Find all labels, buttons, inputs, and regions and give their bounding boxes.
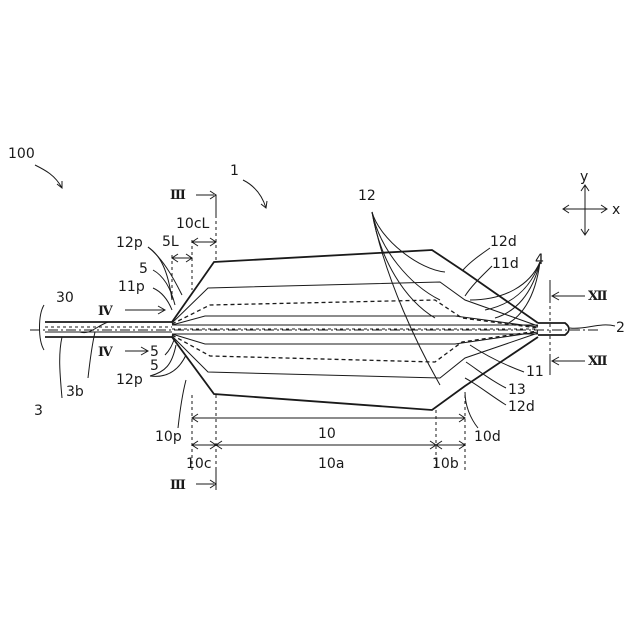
leaders-12 bbox=[372, 212, 445, 385]
label-10cL: 10cL bbox=[176, 216, 210, 232]
distal-tip bbox=[538, 323, 569, 335]
label-5L: 5L bbox=[162, 234, 179, 250]
axis-label-x: x bbox=[612, 202, 620, 218]
section-IV-bottom: Ⅳ bbox=[98, 345, 113, 360]
label-10b: 10b bbox=[432, 456, 459, 472]
label-5-lower: 5 bbox=[150, 358, 159, 374]
section-XII-markers bbox=[550, 280, 585, 375]
label-3b: 3b bbox=[66, 384, 84, 400]
inner-shaft bbox=[30, 325, 600, 334]
leader-2 bbox=[570, 325, 615, 328]
label-12p-bottom: 12p bbox=[116, 372, 143, 388]
label-10d: 10d bbox=[474, 429, 501, 445]
label-12: 12 bbox=[358, 188, 376, 204]
label-11p: 11p bbox=[118, 279, 145, 295]
label-3: 3 bbox=[34, 403, 43, 419]
section-III-bottom: Ⅲ bbox=[170, 478, 186, 493]
label-11: 11 bbox=[526, 364, 544, 380]
label-10a: 10a bbox=[318, 456, 344, 472]
section-IV-top: Ⅳ bbox=[98, 304, 113, 319]
label-10: 10 bbox=[318, 426, 336, 442]
label-12d-bottom: 12d bbox=[508, 399, 535, 415]
section-III-top: Ⅲ bbox=[170, 188, 186, 203]
section-XII-bottom: Ⅻ bbox=[588, 354, 608, 369]
label-30: 30 bbox=[56, 290, 74, 306]
label-5-upper: 5 bbox=[139, 261, 148, 277]
label-10c: 10c bbox=[186, 456, 212, 472]
label-1: 1 bbox=[230, 163, 239, 179]
section-XII-top: Ⅻ bbox=[588, 289, 608, 304]
label-12d-top: 12d bbox=[490, 234, 517, 250]
label-5-line: 5 bbox=[150, 344, 159, 360]
label-100: 100 bbox=[8, 146, 35, 162]
label-13: 13 bbox=[508, 382, 526, 398]
axis-label-y: y bbox=[580, 169, 588, 185]
axes-indicator bbox=[563, 185, 607, 235]
label-4: 4 bbox=[535, 252, 544, 268]
label-12p-top: 12p bbox=[116, 235, 143, 251]
label-11d: 11d bbox=[492, 256, 519, 272]
label-2: 2 bbox=[616, 320, 625, 336]
label-10p: 10p bbox=[155, 429, 182, 445]
